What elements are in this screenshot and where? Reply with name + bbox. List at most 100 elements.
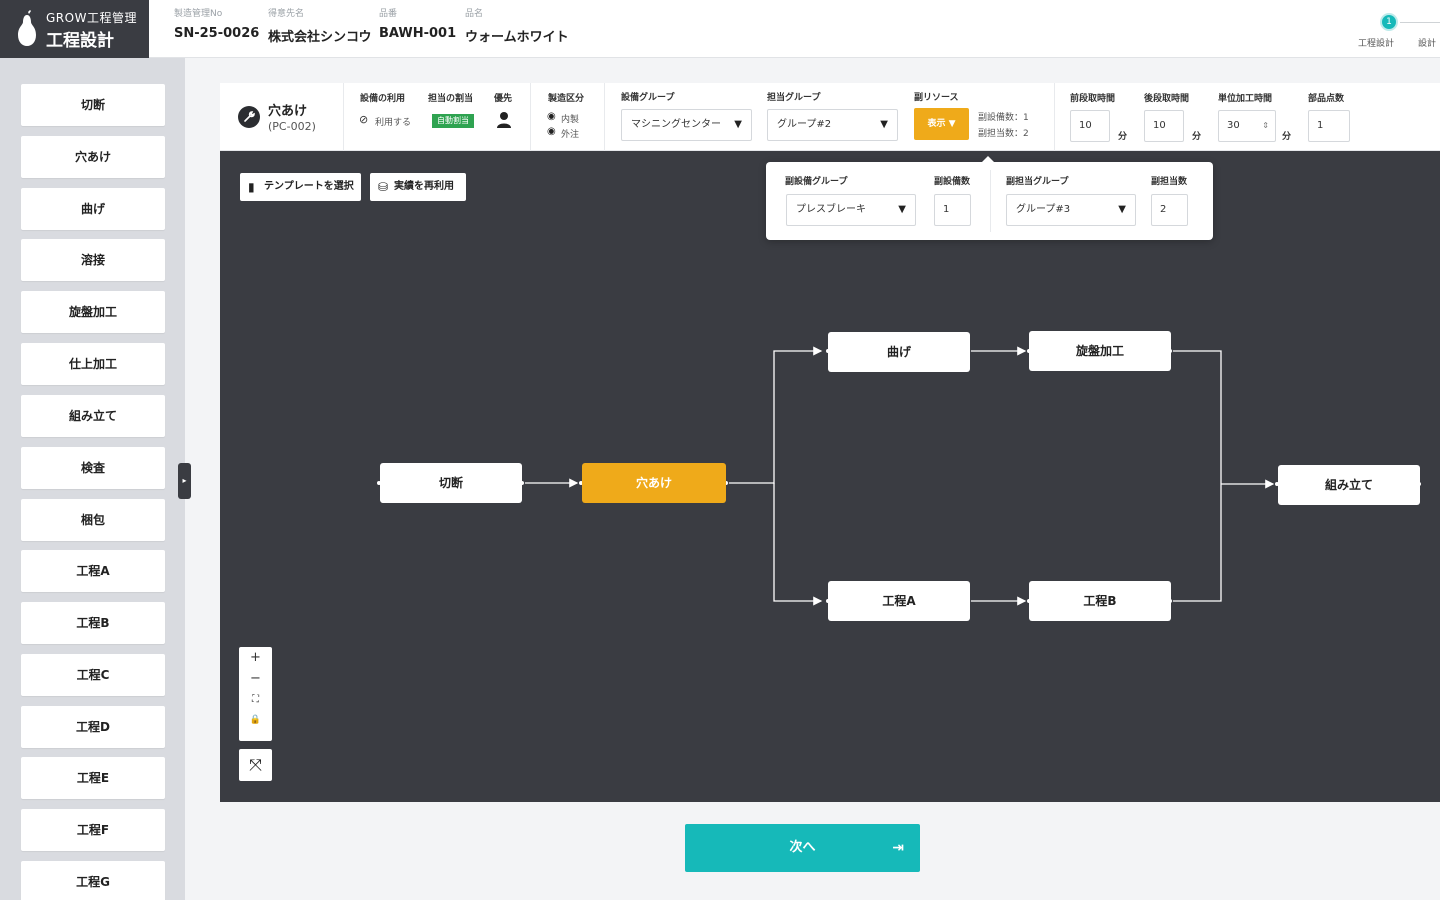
popup-arrow	[982, 156, 994, 162]
node-process-a[interactable]: 工程A	[828, 581, 970, 621]
equipment-group-value: マシニングセンター	[631, 119, 721, 130]
next-button[interactable]: 次へ ⇥	[685, 824, 920, 872]
radio-inhouse-label[interactable]: 内製	[561, 115, 580, 125]
lock-icon[interactable]: 🔒	[249, 715, 262, 725]
reuse-results-button[interactable]: ⛁ 実績を再利用	[370, 173, 466, 201]
node-cut[interactable]: 切断	[380, 463, 522, 503]
caret-down-icon: ▼	[734, 119, 742, 130]
part-no-label: 品番	[379, 9, 398, 19]
equipment-group-label: 設備グループ	[621, 93, 675, 103]
palette-item-drill[interactable]: 穴あけ	[21, 136, 165, 178]
next-button-label: 次へ	[789, 840, 816, 855]
palette-item-weld[interactable]: 溶接	[21, 239, 165, 281]
check-circle-icon[interactable]: ⊘	[359, 113, 369, 126]
caret-down-icon: ▼	[898, 204, 906, 215]
sub-assignee-count-text: 副担当数：2	[978, 129, 1029, 139]
sub-equipment-group-value: プレスブレーキ	[796, 204, 866, 215]
palette-item-process-d[interactable]: 工程D	[21, 706, 165, 748]
auto-assign-badge[interactable]: 自動割当	[432, 114, 474, 128]
step-label-next[interactable]: 設計	[1418, 39, 1437, 49]
palette-item-cut[interactable]: 切断	[21, 84, 165, 126]
equipment-use-label: 設備の利用	[360, 94, 406, 104]
process-settings-toolbar: 穴あけ (PC-002) 設備の利用 ⊘ 利用する 担当の割当 自動割当 優先 …	[220, 83, 1440, 151]
equipment-group-select[interactable]: マシニングセンター ▼	[621, 109, 752, 141]
selected-process-code: (PC-002)	[268, 120, 316, 133]
sub-equipment-group-label: 副設備グループ	[785, 177, 848, 187]
person-icon[interactable]	[496, 111, 512, 128]
caret-down-icon: ▼	[1118, 204, 1126, 215]
sub-assignee-group-select[interactable]: グループ#3 ▼	[1006, 194, 1136, 226]
step-current-indicator[interactable]: 1	[1380, 13, 1398, 31]
header-field-product-name: 品名 ウォームホワイト	[465, 6, 569, 45]
zoom-out-icon[interactable]: −	[250, 671, 261, 686]
palette-item-bend[interactable]: 曲げ	[21, 188, 165, 230]
node-assembly[interactable]: 組み立て	[1278, 465, 1420, 505]
node-bend[interactable]: 曲げ	[828, 332, 970, 372]
fit-view-icon[interactable]: ⛶	[252, 694, 259, 705]
manufacture-type-label: 製造区分	[548, 94, 585, 104]
app-name: GROW工程管理	[46, 11, 137, 25]
palette-item-process-b[interactable]: 工程B	[21, 602, 165, 644]
unit-time-label: 単位加工時間	[1218, 94, 1273, 104]
sidebar-collapse-handle[interactable]: ▸	[178, 463, 191, 499]
sub-assignee-count-input[interactable]: 2	[1151, 194, 1188, 226]
header-field-customer: 得意先名 株式会社シンコウ	[268, 6, 371, 45]
radio-outsource-label[interactable]: 外注	[561, 130, 580, 140]
part-no-value: BAWH-001	[379, 26, 457, 41]
sub-equipment-group-select[interactable]: プレスブレーキ ▼	[786, 194, 916, 226]
zoom-in-icon[interactable]: +	[250, 650, 261, 665]
spinner-icon[interactable]: ⇕	[1262, 121, 1269, 130]
palette-item-process-f[interactable]: 工程F	[21, 809, 165, 851]
assignee-group-label: 担当グループ	[767, 93, 821, 103]
sub-assignee-group-value: グループ#3	[1016, 204, 1071, 215]
node-process-b[interactable]: 工程B	[1029, 581, 1171, 621]
database-icon: ⛁	[378, 180, 389, 194]
step-label-design[interactable]: 工程設計	[1358, 39, 1395, 49]
palette-item-assembly[interactable]: 組み立て	[21, 395, 165, 437]
select-template-label: テンプレートを選択	[264, 181, 354, 192]
palette-item-inspection[interactable]: 検査	[21, 447, 165, 489]
show-sub-resource-button[interactable]: 表示 ▼	[914, 108, 969, 140]
sub-equipment-count-input[interactable]: 1	[934, 194, 971, 226]
palette-item-finishing[interactable]: 仕上加工	[21, 343, 165, 385]
wrench-icon	[238, 106, 260, 128]
flow-canvas[interactable]: ▮ テンプレートを選択 ⛁ 実績を再利用	[220, 151, 1440, 802]
palette-item-packing[interactable]: 梱包	[21, 499, 165, 541]
product-name-label: 品名	[465, 9, 484, 19]
setup-before-input[interactable]: 10	[1070, 110, 1110, 142]
sub-assignee-count-label: 副担当数	[1151, 177, 1188, 187]
parts-count-label: 部品点数	[1308, 94, 1345, 104]
zoom-controls: + − ⛶ 🔒	[239, 647, 272, 741]
equipment-use-value[interactable]: 利用する	[375, 118, 412, 128]
sub-resource-label: 副リソース	[914, 93, 959, 103]
assignment-label: 担当の割当	[428, 94, 474, 104]
palette-item-process-c[interactable]: 工程C	[21, 654, 165, 696]
priority-label: 優先	[494, 94, 513, 104]
toolbar-divider	[530, 83, 531, 151]
sub-equipment-count-text: 副設備数：1	[978, 113, 1029, 123]
palette-item-process-e[interactable]: 工程E	[21, 757, 165, 799]
progress-stepper: 1 工程設計 設計	[1358, 12, 1440, 52]
assignee-group-select[interactable]: グループ#2 ▼	[767, 109, 898, 141]
palette-item-process-a[interactable]: 工程A	[21, 550, 165, 592]
palette-item-process-g[interactable]: 工程G	[21, 861, 165, 900]
setup-after-unit: 分	[1192, 132, 1202, 142]
bookmark-icon: ▮	[248, 180, 255, 194]
sub-assignee-group-label: 副担当グループ	[1006, 177, 1069, 187]
node-drill-selected[interactable]: 穴あけ	[582, 463, 726, 503]
auto-layout-icon[interactable]: ⤧	[239, 749, 272, 781]
parts-count-input[interactable]: 1	[1308, 110, 1350, 142]
toolbar-divider	[1054, 83, 1055, 151]
arrow-right-bar-icon: ⇥	[892, 840, 904, 856]
sub-equipment-count-label: 副設備数	[934, 177, 971, 187]
reuse-results-label: 実績を再利用	[394, 181, 454, 192]
pear-logo-icon	[18, 10, 36, 46]
unit-time-input[interactable]: 30 ⇕	[1218, 110, 1276, 142]
palette-item-lathe[interactable]: 旋盤加工	[21, 291, 165, 333]
radio-inhouse-icon[interactable]: ◉	[547, 111, 556, 122]
select-template-button[interactable]: ▮ テンプレートを選択	[240, 173, 361, 201]
node-lathe[interactable]: 旋盤加工	[1029, 331, 1171, 371]
toolbar-divider	[343, 83, 344, 151]
setup-after-input[interactable]: 10	[1144, 110, 1184, 142]
radio-outsource-icon[interactable]: ◉	[547, 126, 556, 137]
